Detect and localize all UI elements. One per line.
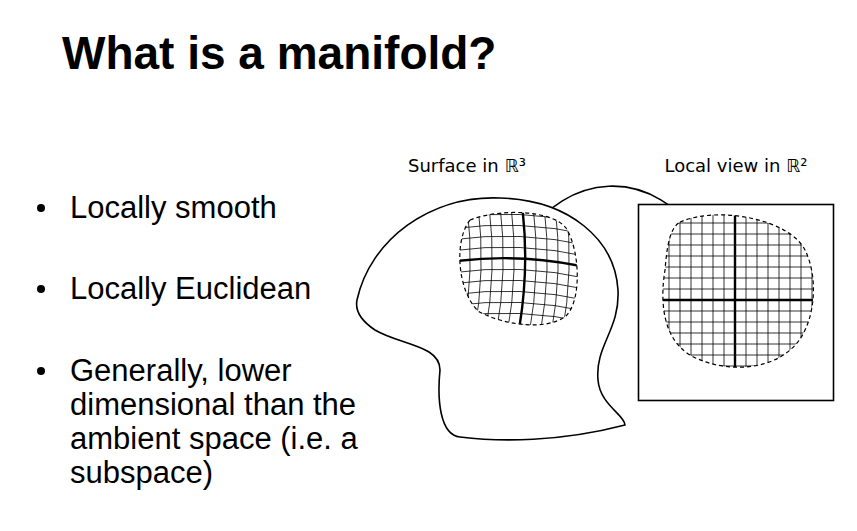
bullet-dot: [37, 367, 45, 375]
region-heading: Surface in ℝ³: [408, 155, 526, 177]
local-view-box: Local view in ℝ²: [638, 150, 834, 401]
bullet-text: Locally Euclidean: [70, 272, 311, 306]
bullet-text: Generally, lower dimensional than the am…: [70, 354, 400, 490]
bullet-text: Locally smooth: [70, 191, 277, 225]
bullet-dot: [37, 204, 45, 212]
region-heading: Local view in ℝ²: [664, 155, 807, 177]
slide-title: What is a manifold?: [62, 28, 496, 79]
surface-region: Surface in ℝ³: [352, 150, 627, 442]
bullet-dot: [37, 285, 45, 293]
